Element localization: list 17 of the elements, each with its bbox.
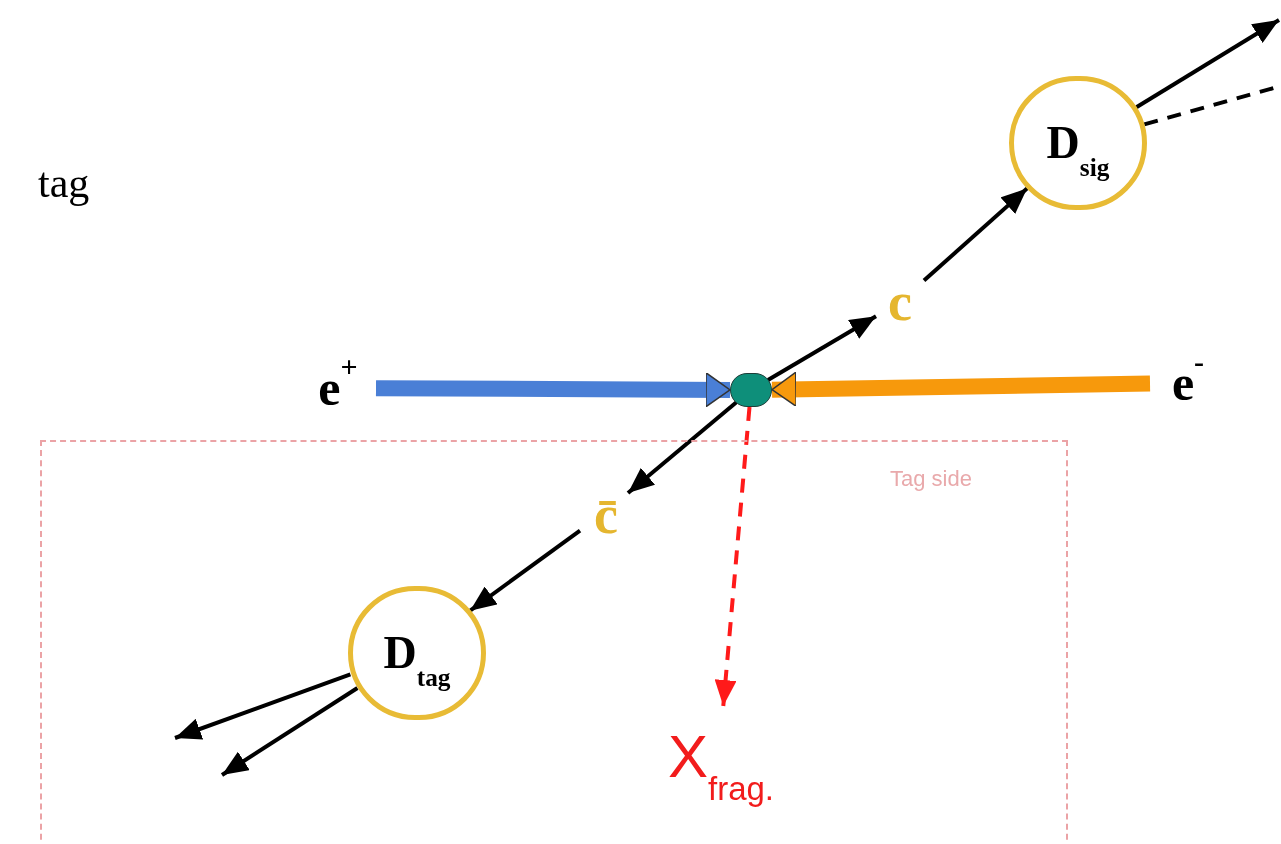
arrow <box>468 528 582 613</box>
antiquark-label: c̄ <box>582 484 630 546</box>
partial-label: tag <box>38 162 90 204</box>
arrow <box>1135 18 1281 109</box>
quark-label: c <box>876 272 924 332</box>
dashed-arrow <box>714 406 752 707</box>
particle-label: e$^{+}$ <box>300 350 376 426</box>
arrow <box>174 672 352 740</box>
beam-arrow <box>771 371 1151 408</box>
arrow <box>766 314 877 382</box>
arrow <box>922 186 1029 283</box>
beam-arrow <box>375 372 731 408</box>
arrow <box>220 686 359 777</box>
region-label: Tag side <box>890 468 972 490</box>
fragment-label: X$_{frag.}$ <box>646 708 796 806</box>
arrow <box>626 400 738 495</box>
particle-label: e$^{-}$ <box>1150 345 1226 421</box>
